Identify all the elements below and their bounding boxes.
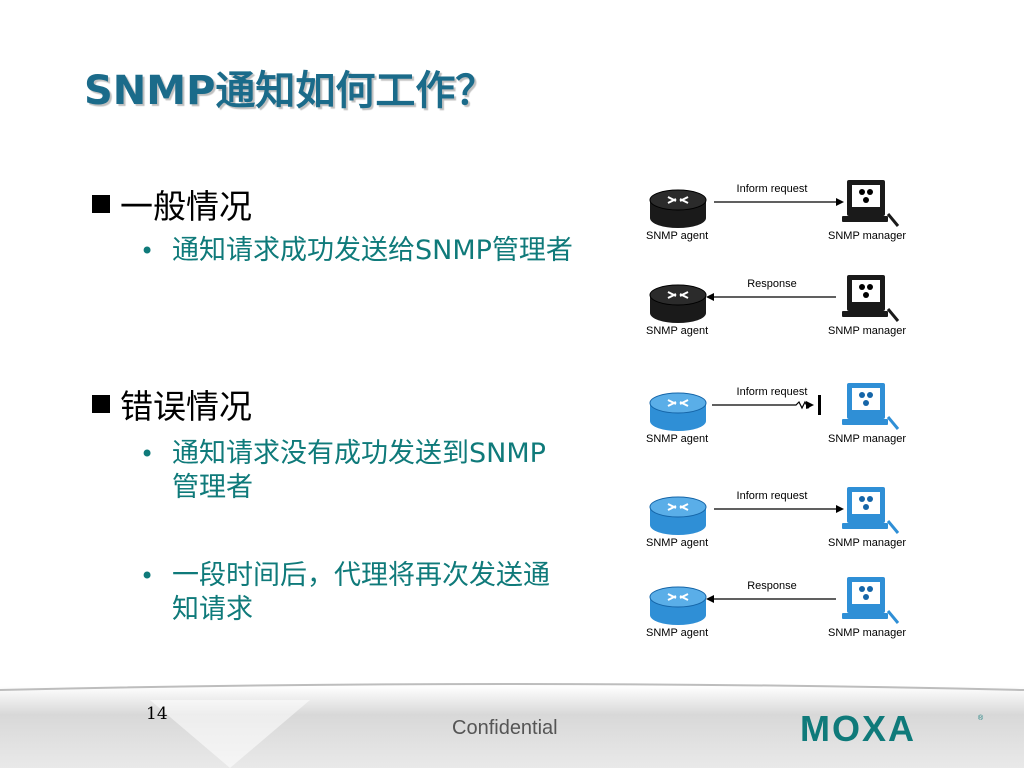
arrow-icon [706,293,836,301]
diagram-inform-lost: SNMP agent SNMP manager Inform request [636,373,926,445]
message-label: Inform request [737,183,808,195]
snmp-diagram: SNMP agent SNMP manager Response [646,275,906,337]
arrowhead [806,401,814,409]
message-label: Inform request [737,386,808,398]
manager-workstation-icon [842,383,900,430]
message-label: Inform request [737,490,808,502]
manager-workstation-icon [842,275,900,322]
bullet-text: 通知请求成功发送给SNMP管理者 [172,235,573,266]
moxa-logo: MOXA ® [800,710,984,746]
diagram-response-retry: SNMP agent SNMP manager Response [636,567,926,639]
bullet-text: 一段时间后，代理将再次发送通知请求 [172,560,550,625]
svg-text:®: ® [978,714,984,722]
bullet-item: • 一段时间后，代理将再次发送通知请求 [140,559,572,627]
arrowhead [836,198,844,206]
manager-label: SNMP manager [828,230,906,242]
diagram-inform-success: SNMP agent SNMP manager Inform request [636,170,926,242]
manager-label: SNMP manager [828,325,906,337]
agent-label: SNMP agent [646,230,708,242]
diagram-response: SNMP agent SNMP manager Response [636,265,926,337]
router-icon [649,284,707,323]
slide-title: SNMP通知如何工作？ [84,68,496,114]
snmp-diagram: SNMP agent SNMP manager Inform request [646,487,906,549]
manager-workstation-icon [842,487,900,534]
message-label: Response [747,278,797,290]
router-icon [649,586,707,625]
arrow-icon [712,395,821,415]
manager-label: SNMP manager [828,537,906,549]
bullet-item: • 通知请求成功发送给SNMP管理者 [140,234,602,268]
snmp-diagram: SNMP agent SNMP manager Inform request [646,180,906,242]
footer-band [0,683,1024,768]
footer-confidential: Confidential [452,717,558,739]
arrowhead [706,595,714,603]
router-icon [649,496,707,535]
manager-label: SNMP manager [828,627,906,639]
snmp-diagram: SNMP agent SNMP manager Inform request [646,383,906,445]
bullet-item: • 通知请求没有成功发送到SNMP管理者 [140,437,572,505]
block-bar [818,395,821,415]
manager-workstation-icon [842,180,900,227]
bullet-text: 通知请求没有成功发送到SNMP管理者 [172,438,546,503]
manager-label: SNMP manager [828,433,906,445]
section-heading-text: 一般情况 [120,187,252,226]
arrow-icon [714,505,844,513]
agent-label: SNMP agent [646,627,708,639]
agent-label: SNMP agent [646,433,708,445]
logo-text: MOXA [800,710,916,746]
agent-label: SNMP agent [646,537,708,549]
arrow-line [712,400,812,410]
bullet-dot-icon: • [140,440,155,468]
arrow-icon [706,595,836,603]
arrow-icon [714,198,844,206]
square-bullet-icon [92,195,110,213]
page-number: 14 [146,704,168,724]
bullet-dot-icon: • [140,562,155,590]
diagram-inform-retry: SNMP agent SNMP manager Inform request [636,477,926,549]
router-icon [649,189,707,228]
snmp-diagram: SNMP agent SNMP manager Response [646,577,906,639]
manager-workstation-icon [842,577,900,624]
router-icon [649,392,707,431]
section-heading-normal: 一般情况 [92,180,252,228]
section-heading-error: 错误情况 [92,380,252,428]
agent-label: SNMP agent [646,325,708,337]
square-bullet-icon [92,395,110,413]
message-label: Response [747,580,797,592]
section-heading-text: 错误情况 [120,387,252,426]
bullet-dot-icon: • [140,237,155,265]
arrowhead [836,505,844,513]
arrowhead [706,293,714,301]
